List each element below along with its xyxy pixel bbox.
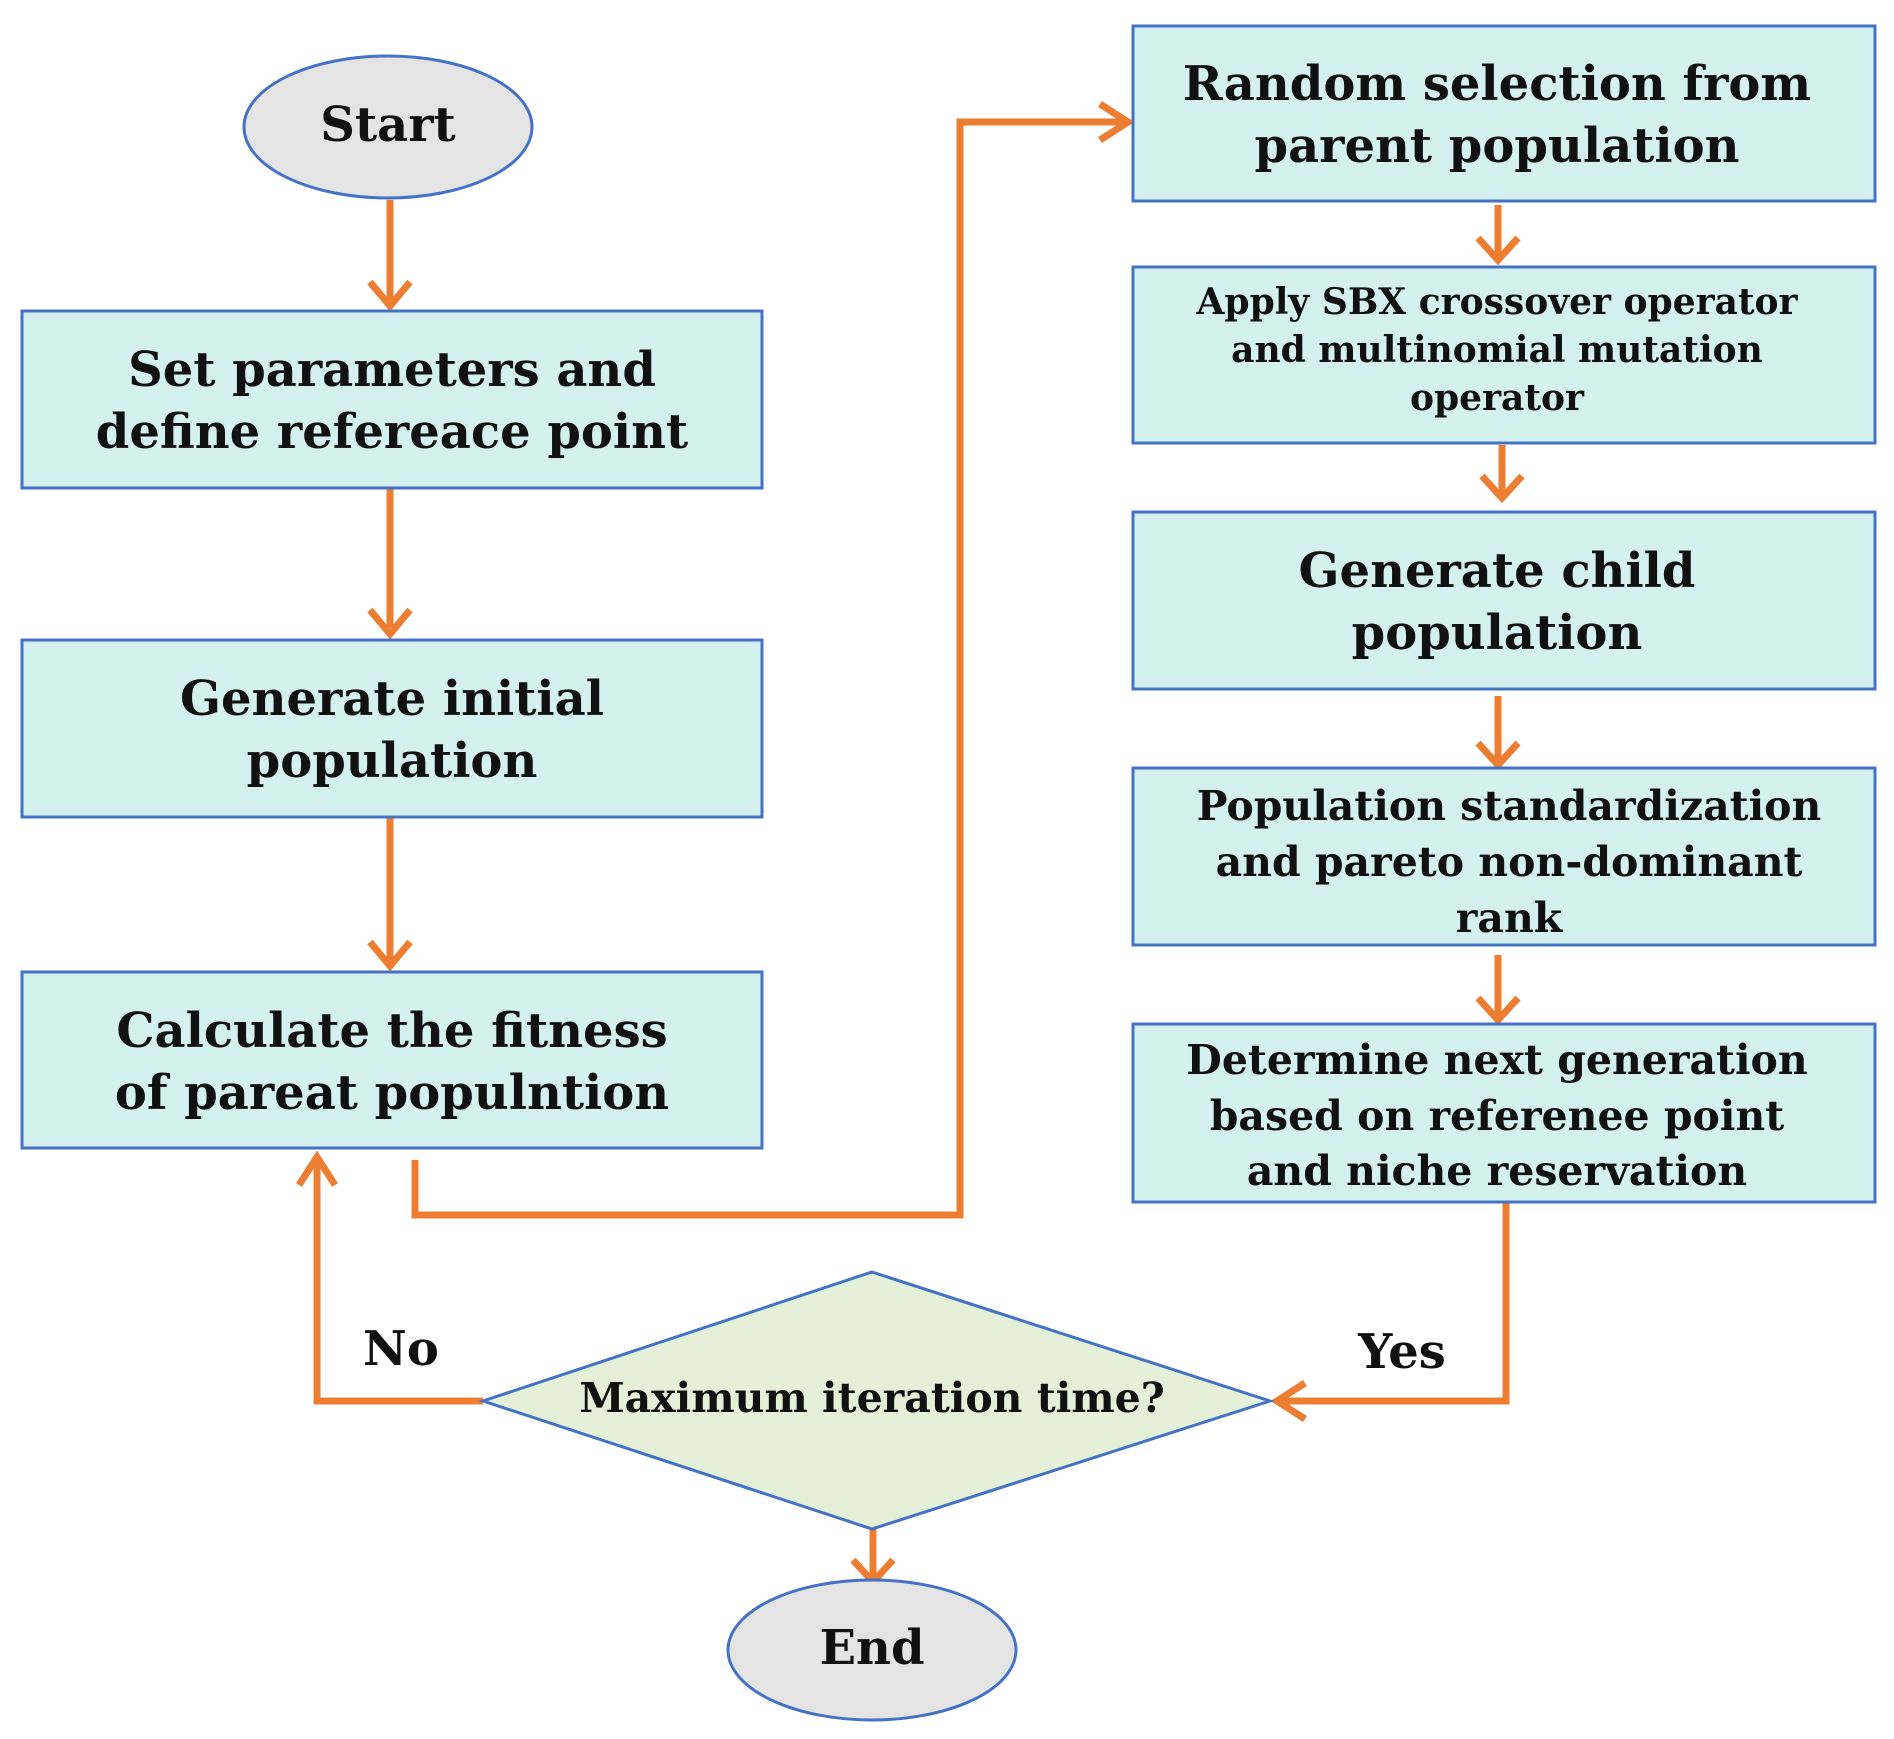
apply-sbx-line-2: and multinomial mutation <box>1231 329 1763 371</box>
connectors <box>296 101 1525 1588</box>
standardization-line-2: and pareto non-dominant <box>1216 838 1803 886</box>
arrow-calc-fitness-to-random-selection <box>411 118 1125 1219</box>
next-generation-line-2: based on referenee point <box>1210 1092 1785 1140</box>
arrow-next-gen-to-decision <box>1280 1202 1510 1405</box>
random-selection-node: Random selection from parent population <box>1131 24 1877 203</box>
apply-sbx-node: Apply SBX crossover operator and multino… <box>1131 265 1877 445</box>
decision-diamond <box>478 1270 1275 1531</box>
arrowhead-gen-initial <box>367 607 413 640</box>
start-ellipse <box>242 54 534 200</box>
decision-node: Maximum iteration time? <box>478 1270 1275 1531</box>
apply-sbx-line-3: operator <box>1410 377 1585 419</box>
calculate-fitness-node: Calculate the fitness of pareat populnti… <box>20 970 764 1150</box>
set-parameters-line-1: Set parameters and <box>128 342 656 398</box>
arrowhead-sbx <box>1475 235 1521 266</box>
no-label: No <box>363 1321 439 1377</box>
arrowhead-set-params <box>367 279 413 312</box>
apply-sbx-box <box>1131 265 1877 445</box>
standardization-box <box>1131 766 1877 947</box>
generate-child-box <box>1131 510 1877 691</box>
calculate-fitness-line-2: of pareat populntion <box>115 1065 669 1121</box>
arrowhead-random-selection <box>1098 101 1135 143</box>
random-selection-box <box>1131 24 1877 203</box>
set-parameters-line-2: define refereace point <box>96 404 688 460</box>
random-selection-line-1: Random selection from <box>1183 56 1811 112</box>
generate-child-line-1: Generate child <box>1299 543 1696 599</box>
next-generation-line-3: and niche reservation <box>1247 1147 1747 1195</box>
start-node: Start <box>242 54 534 200</box>
generate-initial-box <box>20 638 764 819</box>
generate-child-node: Generate child population <box>1131 510 1877 691</box>
arrowhead-decision-yes <box>1270 1380 1307 1422</box>
generate-child-line-2: population <box>1352 605 1643 661</box>
generate-initial-node: Generate initial population <box>20 638 764 819</box>
yes-label: Yes <box>1357 1324 1446 1380</box>
decision-label: Maximum iteration time? <box>579 1374 1165 1422</box>
next-generation-node: Determine next generation based on refer… <box>1131 1022 1877 1204</box>
arrowhead-standardization <box>1475 740 1521 771</box>
random-selection-line-2: parent population <box>1255 118 1740 174</box>
end-node: End <box>726 1578 1018 1722</box>
calculate-fitness-line-1: Calculate the fitness <box>116 1003 667 1059</box>
arrowhead-calc-fitness <box>367 939 413 972</box>
next-generation-box <box>1131 1022 1877 1204</box>
standardization-line-3: rank <box>1456 894 1564 942</box>
generate-initial-line-2: population <box>247 733 538 789</box>
arrowhead-gen-child <box>1479 473 1525 504</box>
next-generation-line-1: Determine next generation <box>1186 1036 1807 1084</box>
calculate-fitness-box <box>20 970 764 1150</box>
set-parameters-node: Set parameters and define refereace poin… <box>20 309 764 490</box>
end-ellipse <box>726 1578 1018 1722</box>
arrowhead-calc-fitness-no <box>296 1150 338 1187</box>
arrow-decision-to-calc-fitness <box>313 1160 483 1405</box>
generate-initial-line-1: Generate initial <box>180 671 604 727</box>
start-label: Start <box>320 97 455 153</box>
apply-sbx-line-1: Apply SBX crossover operator <box>1195 281 1798 323</box>
end-label: End <box>819 1620 924 1676</box>
standardization-line-1: Population standardization <box>1197 782 1822 830</box>
standardization-node: Population standardization and pareto no… <box>1131 766 1877 947</box>
set-parameters-box <box>20 309 764 490</box>
arrowhead-next-gen <box>1475 995 1521 1026</box>
